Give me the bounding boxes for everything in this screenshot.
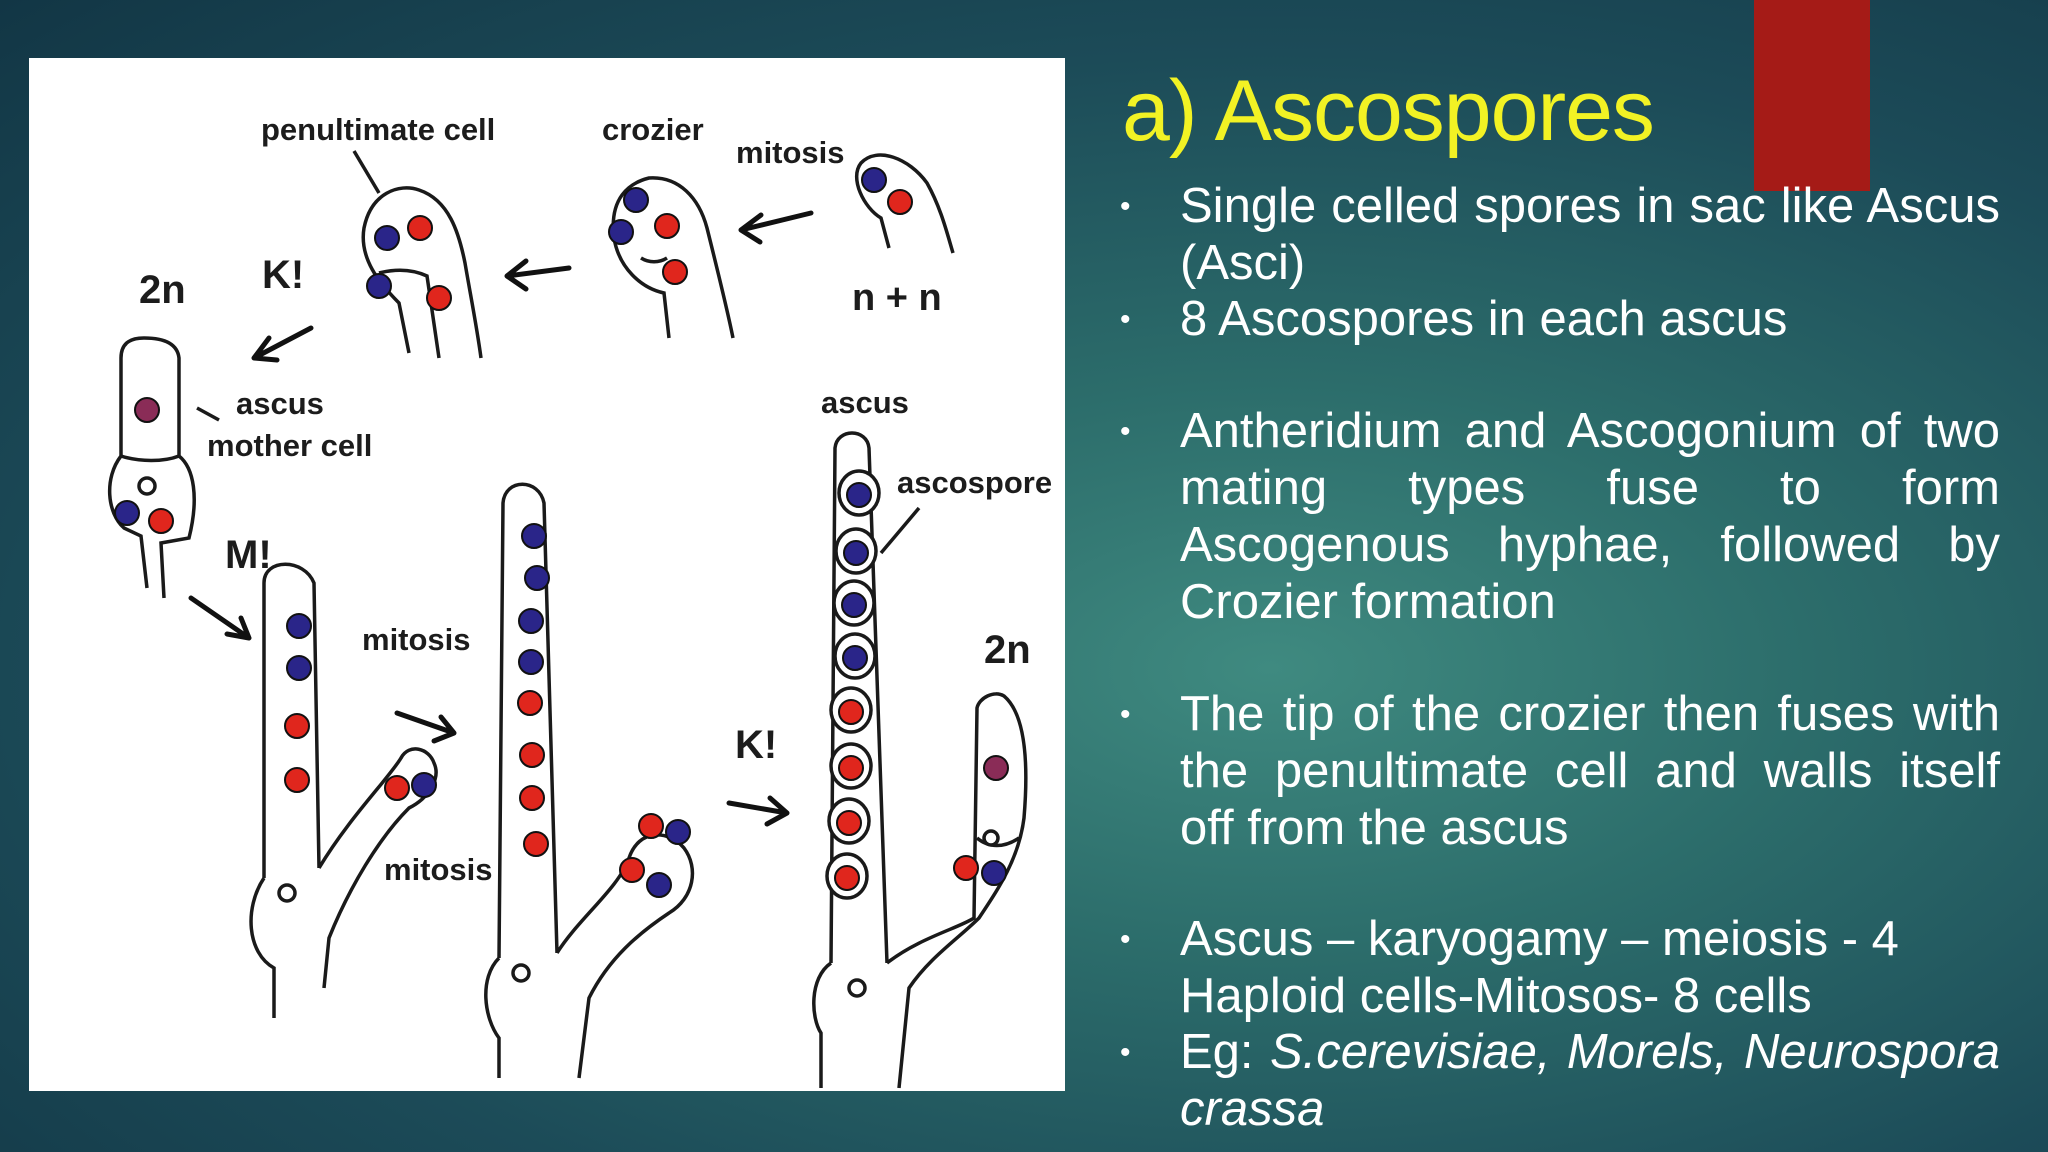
pointer-line <box>352 150 381 194</box>
bullet-text-line-1: Ascus – karyogamy – meiosis - 4 <box>1180 912 1899 966</box>
ascus-mother-cell-label: ascus <box>236 386 324 421</box>
k-label-bottom: K! <box>735 723 777 767</box>
red-nucleus <box>519 742 545 768</box>
mitosis-label-low: mitosis <box>384 852 493 887</box>
red-nucleus <box>384 775 410 801</box>
blue-nucleus <box>286 655 312 681</box>
bullet-glyph: • <box>1120 190 1131 223</box>
bullet-text-line-2: Haploid cells-Mitosos- 8 cells <box>1180 969 1812 1023</box>
ascus-mother-cell-stage: ascus mother cell M! <box>108 336 372 641</box>
accent-bar <box>1754 0 1870 191</box>
bullet-item: • Antheridium and Ascogonium of two mati… <box>1120 403 2000 631</box>
blue-nucleus <box>665 819 691 845</box>
pointer-line <box>196 406 220 422</box>
bullet-text: The tip of the crozier then fuses with t… <box>1180 687 2000 855</box>
ascospore-label: ascospore <box>897 465 1052 500</box>
penultimate-cell-stage: penultimate cell K! 2n <box>139 112 495 363</box>
pointer-line <box>879 506 921 555</box>
fused-nucleus <box>983 755 1009 781</box>
red-nucleus <box>523 831 549 857</box>
red-nucleus <box>953 855 979 881</box>
mature-ascus-stage: ascus ascospore 2n <box>812 385 1052 1089</box>
blue-nucleus <box>608 219 634 245</box>
bullet-text: 8 Ascospores in each ascus <box>1180 292 1788 346</box>
bullet-item: • 8 Ascospores in each ascus <box>1120 291 2000 348</box>
blue-nucleus <box>286 613 312 639</box>
crozier-label: crozier <box>602 112 704 147</box>
bullet-glyph: • <box>1120 303 1131 336</box>
red-nucleus <box>148 508 174 534</box>
example-prefix: Eg: <box>1180 1025 1270 1079</box>
ascospore-formation-figure: n + n mitosis crozier penultimate cell <box>108 112 1052 1089</box>
bullet-item: • Eg: S.cerevisiae, Morels, Neurospora c… <box>1120 1024 2000 1138</box>
red-nucleus <box>619 857 645 883</box>
red-nucleus <box>426 285 452 311</box>
bullet-text: Antheridium and Ascogonium of two mating… <box>1180 404 2000 629</box>
arrow-icon <box>738 210 814 245</box>
blue-nucleus <box>518 608 544 634</box>
bullet-text: Ascus – karyogamy – meiosis - 4 Haploid … <box>1180 911 2000 1025</box>
blue-nucleus <box>114 500 140 526</box>
penultimate-cell-label: penultimate cell <box>261 112 495 147</box>
blue-nucleus <box>374 225 400 251</box>
red-nucleus <box>407 215 433 241</box>
arrow-icon <box>251 325 314 363</box>
bullet-text: Single celled spores in sac like Ascus (… <box>1180 179 2000 290</box>
blue-nucleus <box>518 649 544 675</box>
red-nucleus <box>519 785 545 811</box>
bullet-glyph: • <box>1120 698 1131 731</box>
two-n-label-right: 2n <box>984 628 1031 672</box>
red-nucleus <box>654 213 680 239</box>
arrow-icon <box>504 258 572 292</box>
blue-nucleus <box>861 167 887 193</box>
blue-nucleus <box>524 565 550 591</box>
bullet-item: • Ascus – karyogamy – meiosis - 4 Haploi… <box>1120 911 2000 1025</box>
dikaryotic-hypha-stage: n + n mitosis <box>736 135 955 319</box>
n-plus-n-label: n + n <box>852 277 942 319</box>
red-nucleus <box>284 767 310 793</box>
red-nucleus <box>638 813 664 839</box>
arrow-icon <box>394 710 457 744</box>
slide-title: a) Ascospores <box>1122 63 1655 159</box>
red-nucleus <box>887 189 913 215</box>
blue-nucleus <box>411 772 437 798</box>
k-label-top: K! <box>262 253 304 297</box>
bullet-item: • Single celled spores in sac like Ascus… <box>1120 178 2000 292</box>
blue-nucleus <box>981 860 1007 886</box>
bullet-glyph: • <box>1120 923 1131 956</box>
mitosis-label-top: mitosis <box>736 135 845 170</box>
mitosis-label-middle: mitosis <box>362 622 471 657</box>
blue-nucleus <box>646 872 672 898</box>
red-nucleus <box>284 713 310 739</box>
arrow-icon <box>726 795 790 827</box>
eight-nuclei-ascus-stage: K! <box>484 482 790 1079</box>
arrow-icon <box>188 595 252 641</box>
ascospores <box>825 469 881 900</box>
two-n-label-left: 2n <box>139 268 186 312</box>
life-cycle-diagram: n + n mitosis crozier penultimate cell <box>29 58 1065 1091</box>
early-ascus-stage: mitosis mitosis <box>249 562 493 1018</box>
red-nucleus <box>662 259 688 285</box>
bullet-item: • The tip of the crozier then fuses with… <box>1120 686 2000 857</box>
red-nucleus <box>517 690 543 716</box>
m-label: M! <box>225 533 272 577</box>
ascus-label: ascus <box>821 385 909 420</box>
blue-nucleus <box>521 523 547 549</box>
example-species: S.cerevisiae, Morels, Neurospora crassa <box>1180 1025 2000 1136</box>
blue-nucleus <box>623 187 649 213</box>
ascus-mother-cell-label-2: mother cell <box>207 428 372 463</box>
blue-nucleus <box>366 273 392 299</box>
bullet-glyph: • <box>1120 415 1131 448</box>
fused-nucleus <box>134 397 160 423</box>
bullet-glyph: • <box>1120 1036 1131 1069</box>
crozier-stage: crozier <box>504 112 735 339</box>
bullet-text: Eg: S.cerevisiae, Morels, Neurospora cra… <box>1180 1024 2000 1138</box>
